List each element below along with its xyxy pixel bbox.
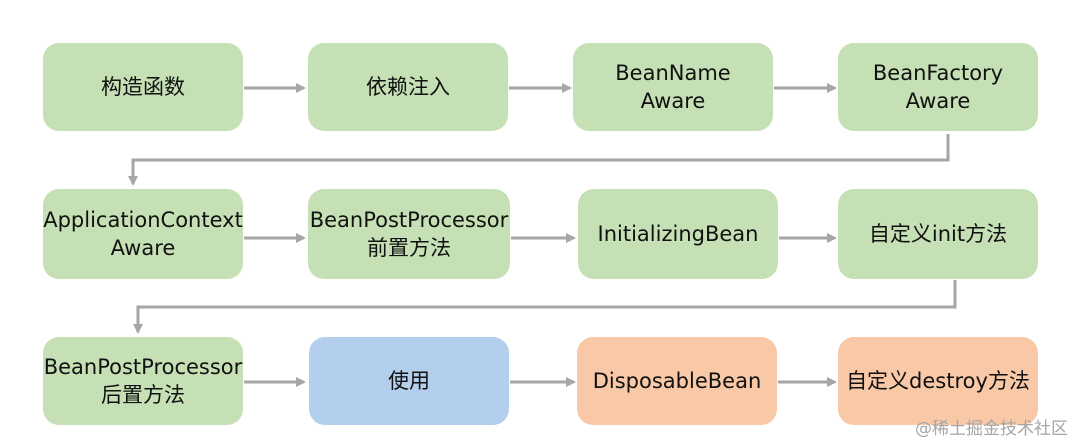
node-custom-init-label: 自定义init方法 — [868, 222, 1008, 246]
node-application-context-aware: ApplicationContext Aware — [43, 189, 243, 279]
node-bean-factory-aware: BeanFactory Aware — [838, 43, 1038, 131]
node-disposable-bean-label: DisposableBean — [592, 369, 762, 393]
node-usage-label: 使用 — [388, 369, 430, 393]
arrow-bean-factory-aware-to-application-context-aware — [128, 134, 950, 186]
node-bean-post-processor-before-label: BeanPostProcessor 前置方法 — [309, 208, 509, 260]
node-bean-post-processor-after: BeanPostProcessor 后置方法 — [43, 337, 243, 425]
node-initializing-bean-label: InitializingBean — [597, 222, 759, 246]
node-dependency-injection: 依赖注入 — [308, 43, 508, 131]
node-usage: 使用 — [309, 337, 509, 425]
node-dependency-injection-label: 依赖注入 — [366, 75, 450, 99]
arrow-custom-init-to-bean-post-processor-after — [133, 280, 957, 334]
node-bean-post-processor-before: BeanPostProcessor 前置方法 — [308, 189, 510, 279]
node-initializing-bean: InitializingBean — [578, 189, 778, 279]
node-custom-init: 自定义init方法 — [838, 189, 1038, 279]
node-custom-destroy-label: 自定义destroy方法 — [846, 369, 1030, 393]
node-bean-post-processor-after-label: BeanPostProcessor 后置方法 — [43, 355, 243, 407]
node-application-context-aware-label: ApplicationContext Aware — [43, 208, 243, 260]
watermark-text: @稀土掘金技术社区 — [915, 419, 1068, 439]
node-disposable-bean: DisposableBean — [577, 337, 777, 425]
node-constructor: 构造函数 — [43, 43, 243, 131]
node-bean-factory-aware-label: BeanFactory Aware — [872, 61, 1004, 113]
node-bean-name-aware-label: BeanName Aware — [615, 61, 731, 113]
node-custom-destroy: 自定义destroy方法 — [838, 337, 1038, 425]
node-constructor-label: 构造函数 — [101, 75, 185, 99]
node-bean-name-aware: BeanName Aware — [573, 43, 773, 131]
